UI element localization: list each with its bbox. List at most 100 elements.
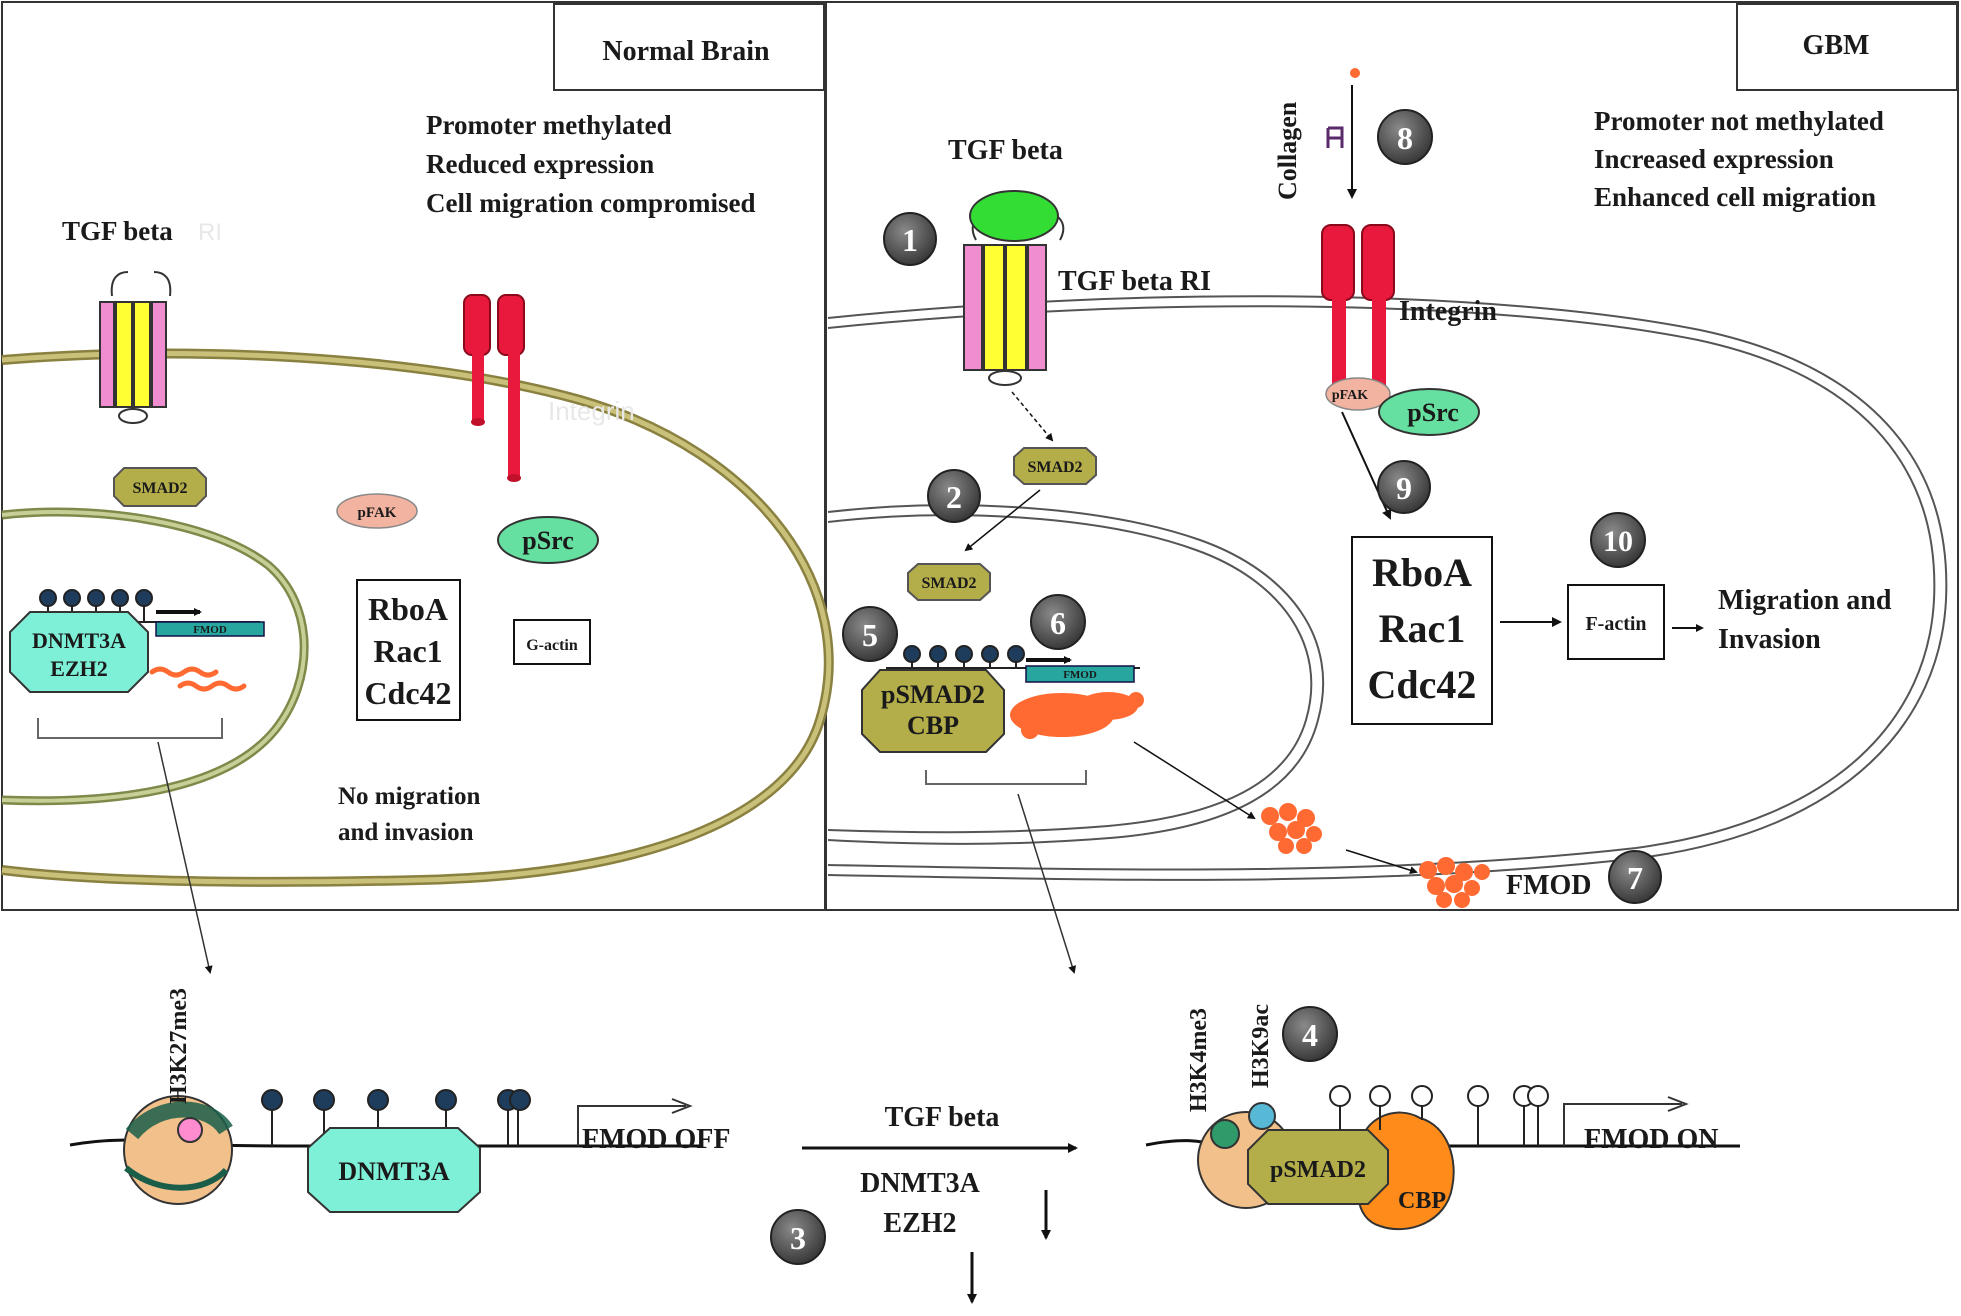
gbm-integrin (1321, 224, 1395, 400)
normal-tgf-label: TGF beta (62, 216, 173, 246)
gbm-fmod-secreted-1 (1261, 803, 1322, 854)
gbm-gtpase-2: Rac1 (1379, 606, 1466, 651)
normal-psrc-label: pSrc (522, 526, 574, 555)
gbm-collagen-monomer (1326, 126, 1344, 148)
gbm-title-box (1736, 3, 1958, 91)
normal-enzyme-2: EZH2 (50, 656, 107, 681)
normal-smad2: SMAD2 (113, 467, 207, 507)
normal-pfak-label: pFAK (358, 505, 397, 521)
gbm-pfak: pFAK (1325, 377, 1391, 411)
bottom-right-tss-arrow (1563, 1096, 1689, 1146)
gbm-title: GBM (1803, 30, 1870, 61)
gbm-gtpase-box: RboA Rac1 Cdc42 (1351, 536, 1493, 725)
normal-gtpase-box: RboA Rac1 Cdc42 (356, 579, 461, 721)
normal-g-actin-label: G-actin (526, 637, 578, 654)
arrow-normal-to-bottom (157, 741, 213, 974)
gene-fmod-off: FMOD OFF (582, 1124, 731, 1155)
bottom-psmad2-label: pSMAD2 (1270, 1157, 1366, 1183)
gbm-notes: Promoter not methylated Increased expres… (1594, 106, 1884, 212)
gbm-note-2: Increased expression (1594, 144, 1834, 174)
normal-fmod-gene-tag-label: FMOD (193, 624, 227, 636)
normal-cell-membrane (1, 348, 834, 887)
bottom-dnmt3a: DNMT3A (307, 1127, 481, 1213)
gbm-outcome-1: Migration and (1718, 585, 1892, 616)
normal-fmod-mrna-squiggles (149, 666, 247, 692)
gbm-fmod-secreted-2 (1419, 857, 1490, 908)
gbm-fmod-mrna-cluster (1010, 692, 1144, 739)
gbm-tgf-label: TGF beta (948, 135, 1063, 166)
step-4: 4 (1282, 1006, 1338, 1062)
normal-bracket (37, 718, 223, 739)
svg-text:6: 6 (1050, 605, 1066, 641)
normal-outcome-2: and invasion (338, 819, 474, 846)
gbm-pfak-label: pFAK (1332, 388, 1368, 403)
bottom-left-tss-arrow (577, 1098, 693, 1146)
gbm-note-3: Enhanced cell migration (1594, 182, 1876, 212)
step-3: 3 (770, 1209, 826, 1265)
svg-text:4: 4 (1302, 1017, 1318, 1053)
normal-gtpase-1: RboA (368, 591, 448, 627)
gbm-fmod-label: FMOD (1506, 870, 1592, 901)
bottom-cbp-label: CBP (1398, 1188, 1446, 1214)
gbm-receptor-label: TGF beta RI (1058, 266, 1211, 297)
normal-outcome-1: No migration (338, 783, 480, 810)
normal-pfak: pFAK (336, 493, 418, 529)
bottom-cbp: CBP (1356, 1111, 1455, 1231)
gbm-smad2-nuc-label: SMAD2 (921, 575, 976, 592)
gbm-outcome-2: Invasion (1718, 624, 1821, 655)
mark-h3k27me3: H3K27me3 (166, 988, 192, 1104)
bottom-right-unmethylated-lollipops (1329, 1085, 1549, 1146)
normal-enzyme-1: DNMT3A (32, 628, 126, 653)
normal-note-3: Cell migration compromised (426, 188, 755, 218)
normal-integrin-faint: Integrin (548, 396, 635, 426)
normal-smad2-label: SMAD2 (132, 480, 187, 497)
svg-text:7: 7 (1627, 860, 1643, 896)
normal-tgf-receptor (99, 271, 172, 424)
gbm-nucleus (827, 504, 1325, 845)
gbm-factin-label: F-actin (1585, 613, 1646, 635)
gbm-integrin-label: Integrin (1399, 296, 1497, 327)
svg-text:3: 3 (790, 1220, 806, 1256)
gbm-collagen-label: Collagen (1273, 101, 1302, 200)
svg-text:10: 10 (1603, 525, 1633, 558)
gbm-tgf-ligand (969, 190, 1059, 242)
step-8: 8 (1377, 109, 1433, 165)
nucleosome-repressed (123, 1095, 233, 1205)
step-6: 6 (1030, 594, 1086, 650)
normal-fmod-gene-tag: FMOD (155, 621, 265, 637)
gbm-gtpase-1: RboA (1372, 550, 1472, 595)
gbm-collagen-dot (1350, 68, 1360, 78)
gbm-factin-box: F-actin (1567, 584, 1665, 660)
svg-text:8: 8 (1397, 120, 1413, 156)
gbm-arrow-receptor-smad (1011, 391, 1054, 442)
step-2: 2 (927, 469, 981, 523)
gbm-arrow-smad-nucleus (964, 489, 1041, 552)
gbm-psrc-label: pSrc (1407, 398, 1459, 427)
normal-note-1: Promoter methylated (426, 110, 672, 140)
normal-psrc: pSrc (497, 516, 599, 564)
normal-nucleus (1, 507, 309, 806)
bottom-left-methyl-lollipops (261, 1089, 531, 1146)
middle-down-1: DNMT3A (860, 1168, 981, 1199)
gbm-smad2-cytoplasm: SMAD2 (1013, 447, 1097, 485)
gbm-psmad2-cbp-complex: pSMAD2 CBP (861, 669, 1005, 753)
gbm-arrow-fmod-out (1345, 849, 1418, 875)
gbm-smad2-nucleus: SMAD2 (907, 563, 991, 601)
gbm-psrc: pSrc (1378, 388, 1480, 436)
gbm-tgf-receptor (963, 210, 1065, 386)
bottom-dnmt3a-label: DNMT3A (338, 1157, 449, 1186)
svg-text:9: 9 (1396, 470, 1412, 506)
normal-notes: Promoter methylated Reduced expression C… (426, 110, 755, 218)
svg-text:1: 1 (902, 222, 918, 258)
gbm-complex-1: pSMAD2 (881, 680, 985, 709)
gbm-arrow-fmod-export (1133, 741, 1256, 820)
arrow-gbm-to-bottom (1017, 793, 1077, 974)
normal-title-box (553, 3, 825, 91)
normal-g-actin-box: G-actin (513, 619, 591, 665)
normal-gtpase-3: Cdc42 (364, 675, 451, 711)
normal-brain-panel (1, 1, 826, 911)
step-9: 9 (1377, 460, 1431, 514)
normal-title: Normal Brain (602, 36, 770, 67)
normal-tgf-ri-faint: RI (198, 219, 222, 246)
